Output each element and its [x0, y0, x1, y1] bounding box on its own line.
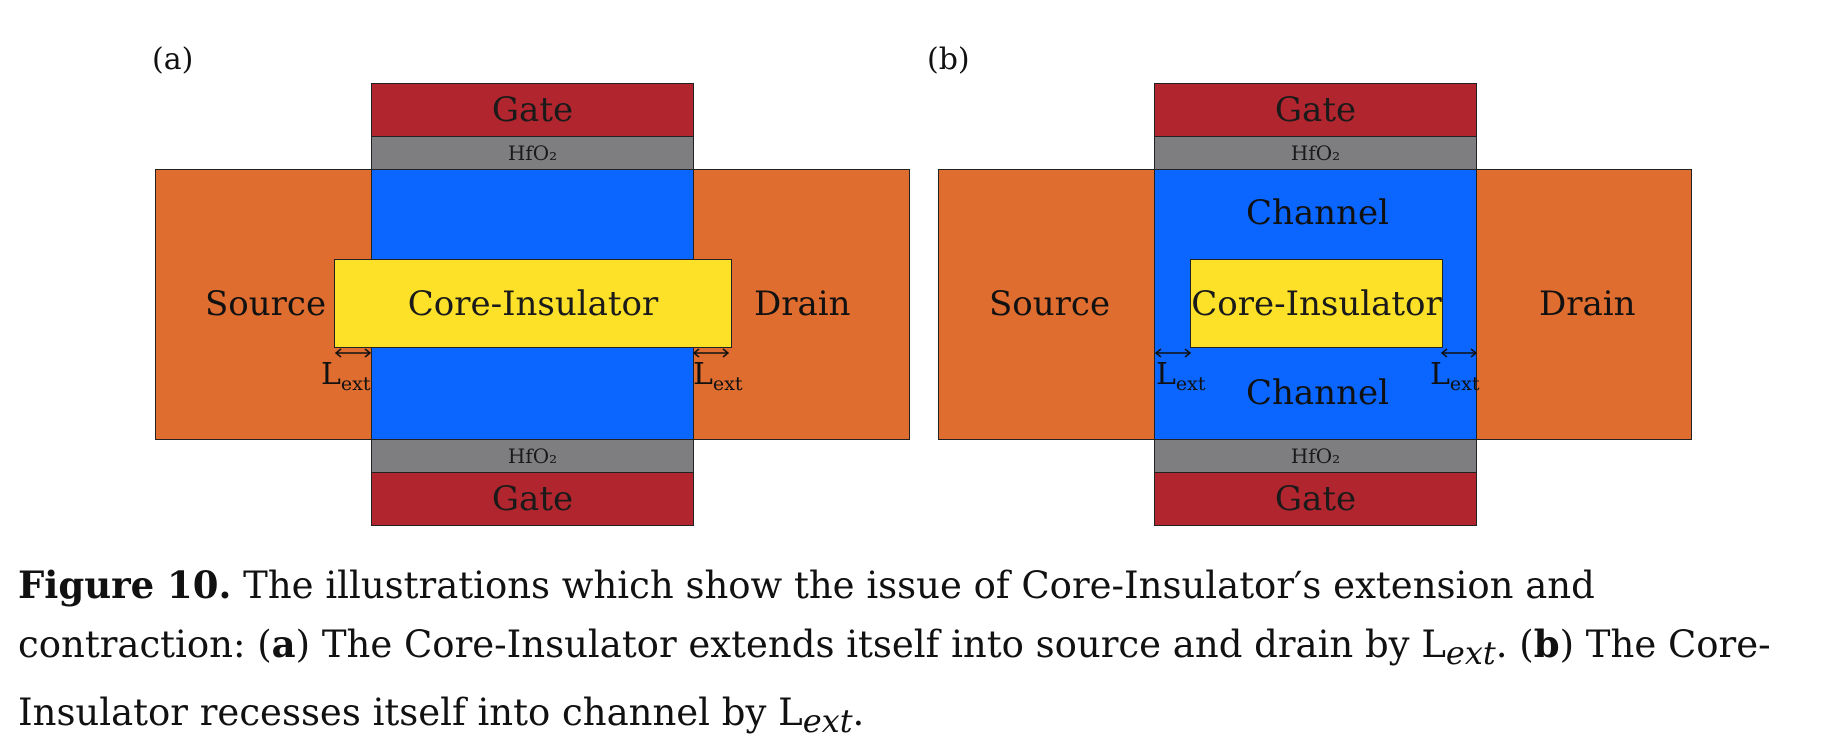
panel-b-drain-region [1476, 169, 1692, 440]
panel-b-gate-top: Gate [1154, 83, 1477, 137]
panel-b-channel-top-label: Channel [1246, 193, 1389, 233]
panel-a-lext-right: Lext [693, 357, 743, 395]
caption-b: b [1533, 622, 1560, 666]
panel-a-oxide-top: HfO₂ [371, 136, 694, 170]
figure-caption: Figure 10. The illustrations which show … [18, 556, 1833, 751]
panel-b-drain-label: Drain [1539, 284, 1636, 324]
panel-a-lext-left-arrow [334, 348, 372, 358]
panel-a-lext-right-arrow [692, 348, 730, 358]
panel-b-gate-bottom: Gate [1154, 472, 1477, 526]
caption-text-5: . [852, 691, 865, 734]
panel-b-lext-left-arrow [1154, 348, 1192, 358]
caption-text-1: The illustrations which show the issue o… [18, 564, 1595, 666]
panel-a-oxide-bottom: HfO₂ [371, 439, 694, 473]
caption-text-2: ) The Core-Insulator extends itself into… [295, 623, 1446, 666]
caption-ext-1: ext [1445, 634, 1496, 672]
panel-b-core-insulator: Core-Insulator [1190, 259, 1443, 348]
caption-label: Figure 10. [18, 563, 232, 607]
panel-a-label: (a) [152, 42, 194, 77]
caption-ext-2: ext [802, 702, 853, 740]
panel-b-source-region [938, 169, 1155, 440]
panel-a-gate-top: Gate [371, 83, 694, 137]
panel-a-gate-bottom: Gate [371, 472, 694, 526]
panel-b-channel-bottom-label: Channel [1246, 373, 1389, 413]
panel-b-lext-right-arrow [1440, 348, 1478, 358]
panel-b-source-label: Source [989, 284, 1111, 324]
panel-a-source-label: Source [205, 284, 327, 324]
panel-b-oxide-top: HfO₂ [1154, 136, 1477, 170]
caption-a: a [271, 622, 296, 666]
panel-b-oxide-bottom: HfO₂ [1154, 439, 1477, 473]
panel-a-drain-label: Drain [754, 284, 851, 324]
panel-b-lext-right: Lext [1430, 357, 1480, 395]
panel-a-lext-left: Lext [321, 357, 371, 395]
panel-a-core-insulator: Core-Insulator [334, 259, 732, 348]
panel-b-label: (b) [927, 42, 970, 77]
caption-text-3: . ( [1495, 623, 1534, 666]
panel-b-lext-left: Lext [1156, 357, 1206, 395]
